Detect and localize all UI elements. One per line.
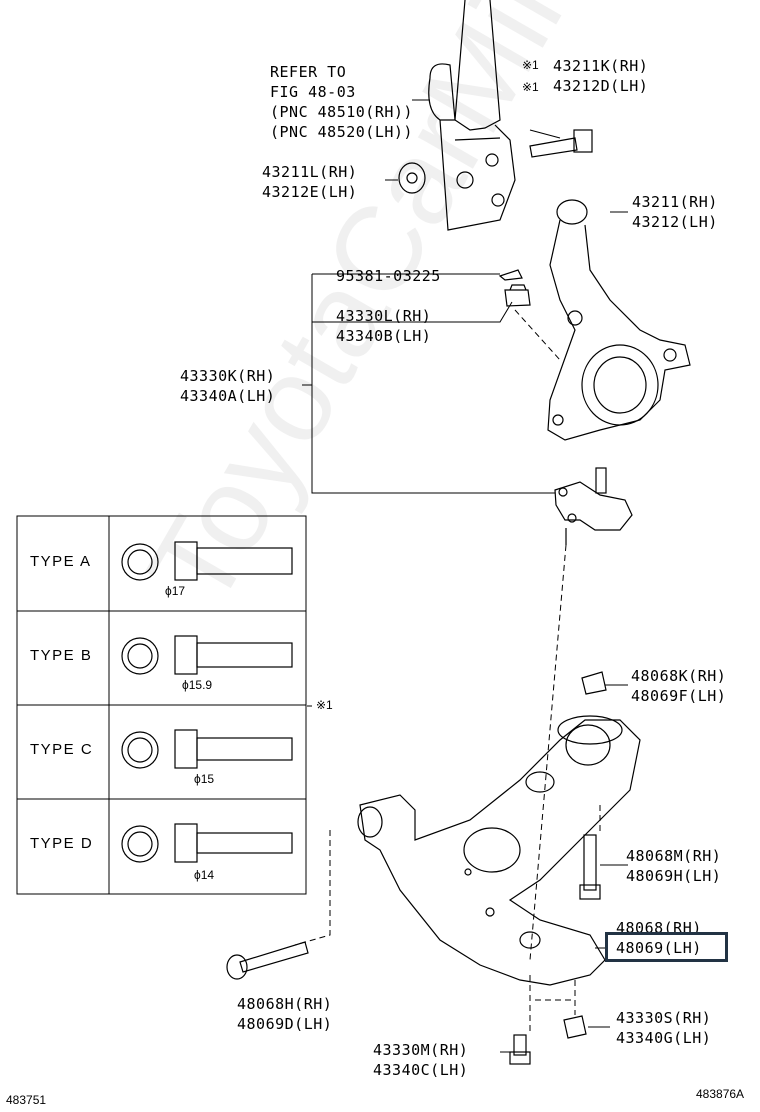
nut-48068k <box>581 671 607 695</box>
steering-knuckle <box>547 199 691 441</box>
label-43330s: 43330S(RH) <box>616 1009 712 1027</box>
table-mark: ※1 <box>316 698 333 712</box>
dashed-lines <box>294 309 601 1035</box>
type-c-drawing <box>121 729 293 769</box>
label-48069h: 48069H(LH) <box>626 867 722 885</box>
type-d-diameter: ϕ14 <box>194 868 215 882</box>
label-43340a: 43340A(LH) <box>180 387 276 405</box>
footer-right-code: 483876A <box>696 1087 745 1101</box>
ball-joint <box>554 467 633 545</box>
label-43212d: 43212D(LH) <box>553 77 649 95</box>
refer-note-line-1: REFER TO <box>270 63 347 81</box>
label-43330m: 43330M(RH) <box>373 1041 469 1059</box>
type-b-label: TYPE B <box>30 647 93 664</box>
label-43212: 43212(LH) <box>632 213 718 231</box>
bolt-43330m <box>509 1034 531 1065</box>
footer-left-code: 483751 <box>6 1093 47 1107</box>
type-c-label: TYPE C <box>30 741 94 758</box>
type-a-diameter: ϕ17 <box>165 584 186 598</box>
type-a-label: TYPE A <box>30 553 92 570</box>
nut-43330s <box>563 1015 587 1039</box>
cotter-pin <box>498 269 523 281</box>
label-43211: 43211(RH) <box>632 193 718 211</box>
bolt-48068h <box>226 941 309 980</box>
label-43340g: 43340G(LH) <box>616 1029 712 1047</box>
label-48069f: 48069F(LH) <box>631 687 727 705</box>
type-c-diameter: ϕ15 <box>194 772 215 786</box>
label-43330k: 43330K(RH) <box>180 367 276 385</box>
bolt-mark-1: ※1 <box>522 58 539 72</box>
refer-note-line-2: FIG 48-03 <box>270 83 356 101</box>
lower-control-arm <box>357 715 641 986</box>
type-b-drawing <box>121 635 293 675</box>
leader-lines <box>302 99 628 1053</box>
type-table <box>16 515 307 895</box>
knuckle-bolt <box>529 129 593 158</box>
type-d-drawing <box>121 823 293 863</box>
castle-nut <box>504 284 531 307</box>
highlight-box <box>605 932 728 962</box>
label-43212e: 43212E(LH) <box>262 183 358 201</box>
strut-illustration <box>428 0 516 231</box>
bolt-mark-2: ※1 <box>522 80 539 94</box>
label-48069: 48069(LH) <box>616 939 702 957</box>
label-48068k: 48068K(RH) <box>631 667 727 685</box>
label-48068m: 48068M(RH) <box>626 847 722 865</box>
label-48069d: 48069D(LH) <box>237 1015 333 1033</box>
refer-note-line-3: (PNC 48510(RH)) <box>270 103 413 121</box>
label-43211k: 43211K(RH) <box>553 57 649 75</box>
type-a-drawing <box>121 541 293 581</box>
refer-note-line-4: (PNC 48520(LH)) <box>270 123 413 141</box>
flange-nut <box>398 162 426 194</box>
label-43211l: 43211L(RH) <box>262 163 358 181</box>
label-43330l: 43330L(RH) <box>336 307 432 325</box>
label-43340c: 43340C(LH) <box>373 1061 469 1079</box>
label-43340b: 43340B(LH) <box>336 327 432 345</box>
label-95381: 95381-03225 <box>336 267 441 285</box>
label-48068h: 48068H(RH) <box>237 995 333 1013</box>
type-b-diameter: ϕ15.9 <box>182 678 213 692</box>
type-d-label: TYPE D <box>30 835 94 852</box>
bolt-48068m <box>579 834 601 900</box>
